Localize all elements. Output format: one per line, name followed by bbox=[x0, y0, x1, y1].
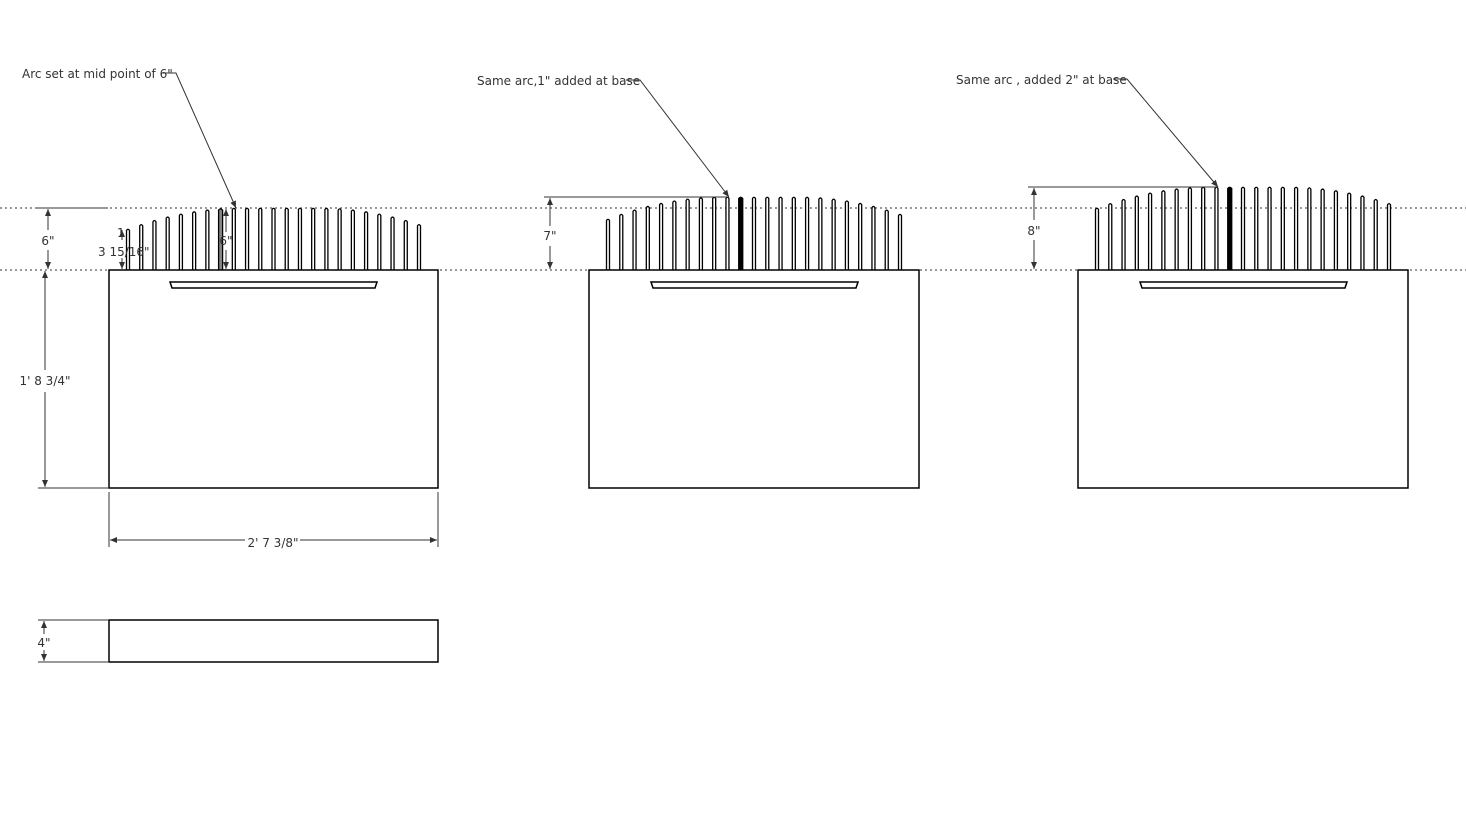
pin-panel1-8 bbox=[217, 208, 224, 270]
annotation-panel2: Same arc,1" added at base bbox=[477, 74, 640, 88]
dim-label-base-depth: 4" bbox=[37, 636, 50, 650]
pin-panel2-16 bbox=[804, 196, 810, 270]
pin-panel1-1 bbox=[125, 228, 131, 270]
pin-panel3-7 bbox=[1174, 188, 1179, 270]
pin-panel3-8 bbox=[1187, 187, 1193, 270]
pin-panel3-4 bbox=[1134, 195, 1139, 270]
pin-panel3-2 bbox=[1108, 202, 1113, 270]
pin-panel3-1 bbox=[1094, 207, 1100, 270]
pin-panel2-6 bbox=[672, 200, 677, 270]
pin-panel2-22 bbox=[884, 209, 889, 270]
pin-panel3-12 bbox=[1240, 186, 1246, 270]
pin-panel2-19 bbox=[844, 200, 850, 270]
pin-panel2-13 bbox=[765, 196, 770, 270]
pin-panel3-15 bbox=[1280, 186, 1285, 270]
annotation-panel1: Arc set at mid point of 6" bbox=[22, 67, 173, 81]
pin-panel2-9 bbox=[712, 196, 717, 270]
pin-panel1-5 bbox=[178, 213, 184, 270]
pin-panel2-8 bbox=[698, 197, 704, 270]
leader-2 bbox=[626, 79, 730, 198]
dim-label-end-pin: 3 15/16" bbox=[98, 245, 150, 259]
dim-base-width bbox=[108, 492, 439, 547]
pin-panel1-4 bbox=[165, 216, 170, 270]
pin-panel1-23 bbox=[416, 223, 422, 270]
pin-panel3-16 bbox=[1293, 186, 1299, 270]
pin-panel1-19 bbox=[363, 211, 369, 270]
leader-3 bbox=[1113, 78, 1219, 188]
pin-panel2-11 bbox=[738, 196, 744, 270]
dim-label-center-pin: 6" bbox=[219, 234, 232, 248]
pin-panel2-18 bbox=[831, 198, 836, 270]
dim-pin-height-1 bbox=[36, 207, 108, 269]
pin-panel1-17 bbox=[337, 208, 342, 270]
pin-panel3-6 bbox=[1161, 190, 1166, 270]
pin-panel2-17 bbox=[818, 197, 823, 270]
pin-panel2-23 bbox=[897, 213, 903, 270]
pin-panel2-15 bbox=[791, 196, 796, 270]
pin-panel1-22 bbox=[403, 219, 408, 270]
pin-panel3-21 bbox=[1360, 195, 1365, 270]
pin-panel1-18 bbox=[350, 209, 356, 270]
pin-panel3-5 bbox=[1147, 192, 1153, 270]
pin-panel1-9 bbox=[231, 207, 236, 270]
pin-panel3-14 bbox=[1267, 186, 1272, 270]
pin-panel3-9 bbox=[1201, 186, 1206, 270]
pin-panel1-6 bbox=[191, 211, 197, 270]
slot-1 bbox=[168, 281, 379, 289]
pin-panel3-3 bbox=[1121, 198, 1126, 270]
pin-panel1-10 bbox=[244, 207, 250, 270]
pin-panel2-7 bbox=[685, 198, 690, 270]
pin-panel2-5 bbox=[658, 202, 664, 270]
pin-panel2-20 bbox=[858, 202, 863, 270]
annotation-panel3: Same arc , added 2" at base bbox=[956, 73, 1127, 87]
pin-panel1-15 bbox=[311, 207, 316, 270]
pin-panel1-12 bbox=[271, 207, 276, 270]
base-box-1 bbox=[108, 269, 439, 489]
dim-pin-height-3 bbox=[1028, 186, 1217, 269]
pin-panel1-16 bbox=[324, 207, 329, 270]
pin-panel2-3 bbox=[632, 209, 637, 270]
pin-panel3-22 bbox=[1373, 198, 1378, 270]
base-box-2 bbox=[588, 269, 920, 489]
dim-label-pin-height-1: 6" bbox=[41, 234, 54, 248]
pin-panel3-13 bbox=[1254, 186, 1259, 270]
pin-panel2-1 bbox=[605, 218, 611, 270]
pin-panel1-21 bbox=[390, 216, 395, 270]
pin-panel1-11 bbox=[258, 207, 263, 270]
pin-panel3-17 bbox=[1307, 187, 1312, 270]
pin-panel2-14 bbox=[778, 196, 783, 270]
dim-base-height bbox=[38, 271, 108, 489]
pin-panel2-21 bbox=[871, 205, 876, 270]
pin-panel1-2 bbox=[139, 223, 144, 270]
slot-2 bbox=[649, 281, 860, 289]
pin-panel2-12 bbox=[751, 196, 757, 270]
dim-label-base-height: 1' 8 3/4" bbox=[19, 374, 70, 388]
pin-panel1-20 bbox=[377, 213, 382, 270]
pin-panel2-4 bbox=[645, 205, 650, 270]
base-top-view bbox=[108, 619, 439, 663]
leader-1 bbox=[163, 72, 237, 209]
pin-panel1-3 bbox=[152, 219, 157, 270]
pin-panel1-14 bbox=[297, 207, 303, 270]
dim-label-pin-height-2: 7" bbox=[543, 229, 556, 243]
pin-panel3-18 bbox=[1320, 188, 1325, 270]
pin-panel3-19 bbox=[1333, 190, 1339, 270]
pin-panel3-20 bbox=[1347, 192, 1352, 270]
pin-groups bbox=[125, 186, 1392, 270]
pin-panel2-2 bbox=[619, 213, 624, 270]
pin-panel1-7 bbox=[205, 209, 210, 270]
pin-panel1-13 bbox=[284, 207, 289, 270]
pin-panel3-10 bbox=[1214, 186, 1219, 270]
dim-label-pin-height-3: 8" bbox=[1027, 224, 1040, 238]
pin-panel3-11 bbox=[1227, 186, 1233, 270]
dim-label-end-tick: 1 bbox=[117, 226, 125, 240]
slot-3 bbox=[1138, 281, 1349, 289]
pin-panel2-10 bbox=[725, 196, 730, 270]
dim-pin-height-2 bbox=[544, 196, 728, 269]
base-box-3 bbox=[1077, 269, 1409, 489]
pin-panel3-23 bbox=[1386, 202, 1392, 270]
dim-base-depth bbox=[38, 619, 108, 663]
dim-label-base-width: 2' 7 3/8" bbox=[247, 536, 298, 550]
